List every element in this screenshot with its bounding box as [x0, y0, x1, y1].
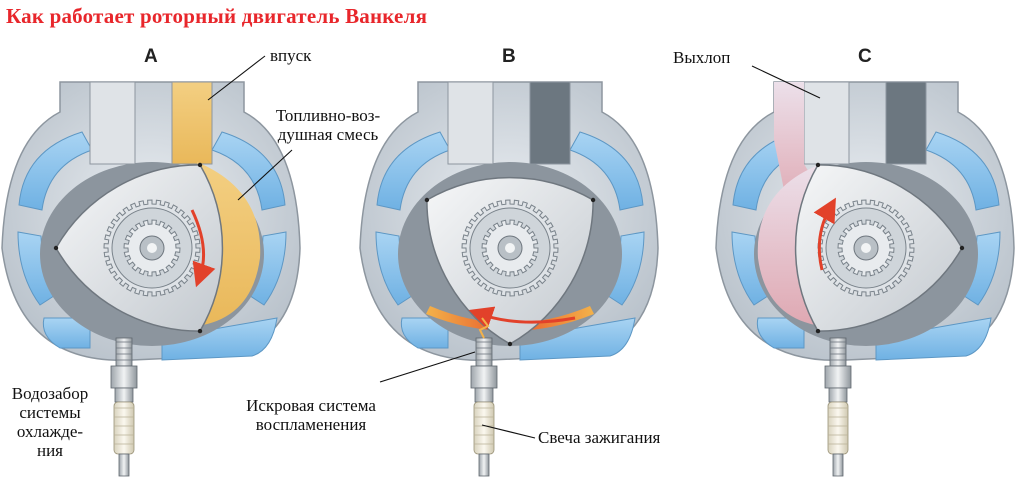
apex-seal: [815, 328, 821, 334]
exhaust-gas: [774, 82, 826, 210]
page-title: Как работает роторный двигатель Ванкеля: [6, 4, 428, 28]
port-right: [171, 81, 213, 165]
coolant-label-line4: ния: [36, 441, 63, 460]
spark-plug: [824, 337, 852, 477]
coolant-label-line3: охлажде-: [16, 422, 84, 441]
coolant-passage: [211, 131, 286, 211]
coolant-passage: [519, 317, 636, 361]
coolant-passage: [18, 131, 93, 211]
engine-panel-c: [715, 81, 1015, 477]
exhaust-leader: [751, 65, 821, 99]
coolant-passage: [376, 131, 451, 211]
ignition-label-line2: воспламенения: [255, 415, 367, 434]
spark: [478, 317, 490, 339]
mixture-label-line2: душная смесь: [277, 125, 379, 144]
ignition-label-line1: Искровая система: [246, 396, 376, 415]
engine-panel-b: [359, 81, 659, 477]
apex-seal: [197, 328, 203, 334]
apex-seal: [815, 162, 821, 168]
mixture-leader: [237, 149, 293, 201]
spark-plug-label: Свеча зажигания: [538, 428, 661, 447]
coolant-label-line1: Водозабор: [11, 384, 89, 403]
ignition-label: Искровая система воспламенения: [226, 396, 396, 434]
apex-seal: [197, 162, 203, 168]
coolant-label: Водозабор системы охлажде- ния: [4, 384, 96, 460]
port-left: [803, 81, 850, 165]
coolant-passage: [756, 317, 805, 349]
intake-leader: [207, 55, 266, 101]
shaft-center: [861, 243, 871, 253]
shaft-center: [147, 243, 157, 253]
ignition-leader: [379, 351, 476, 383]
apex-seal: [507, 341, 513, 347]
coolant-passage: [925, 131, 1000, 211]
coolant-passage: [161, 317, 278, 361]
shaft-center: [505, 243, 515, 253]
intake-label: впуск: [270, 46, 312, 65]
apex-seal: [590, 197, 596, 203]
port-right: [529, 81, 571, 165]
panel-label-a: A: [144, 46, 158, 67]
panel-label-c: C: [858, 46, 872, 67]
rotation-arrow: [468, 306, 576, 330]
coolant-passage: [42, 317, 91, 349]
mixture-label: Топливно-воз- душная смесь: [258, 106, 398, 144]
port-right: [885, 81, 927, 165]
exhaust-label: Выхлоп: [673, 48, 731, 67]
apex-seal: [959, 245, 965, 251]
apex-seal: [53, 245, 59, 251]
rotation-arrow: [813, 197, 836, 271]
mixture-label-line1: Топливно-воз-: [275, 106, 381, 125]
coolant-label-line2: системы: [19, 403, 81, 422]
ignition-flame: [426, 306, 594, 331]
apex-seal: [424, 197, 430, 203]
coolant-passage: [400, 317, 449, 349]
engine-panel-a: [1, 81, 301, 477]
spark-plug: [470, 317, 498, 477]
port-left: [447, 81, 494, 165]
spark-plug: [110, 337, 138, 477]
rotation-arrow: [190, 209, 216, 288]
coolant-passage: [875, 317, 992, 361]
coolant-passage: [569, 131, 644, 211]
panel-label-b: B: [502, 46, 516, 67]
port-left: [89, 81, 136, 165]
spark-plug-leader: [481, 424, 536, 439]
